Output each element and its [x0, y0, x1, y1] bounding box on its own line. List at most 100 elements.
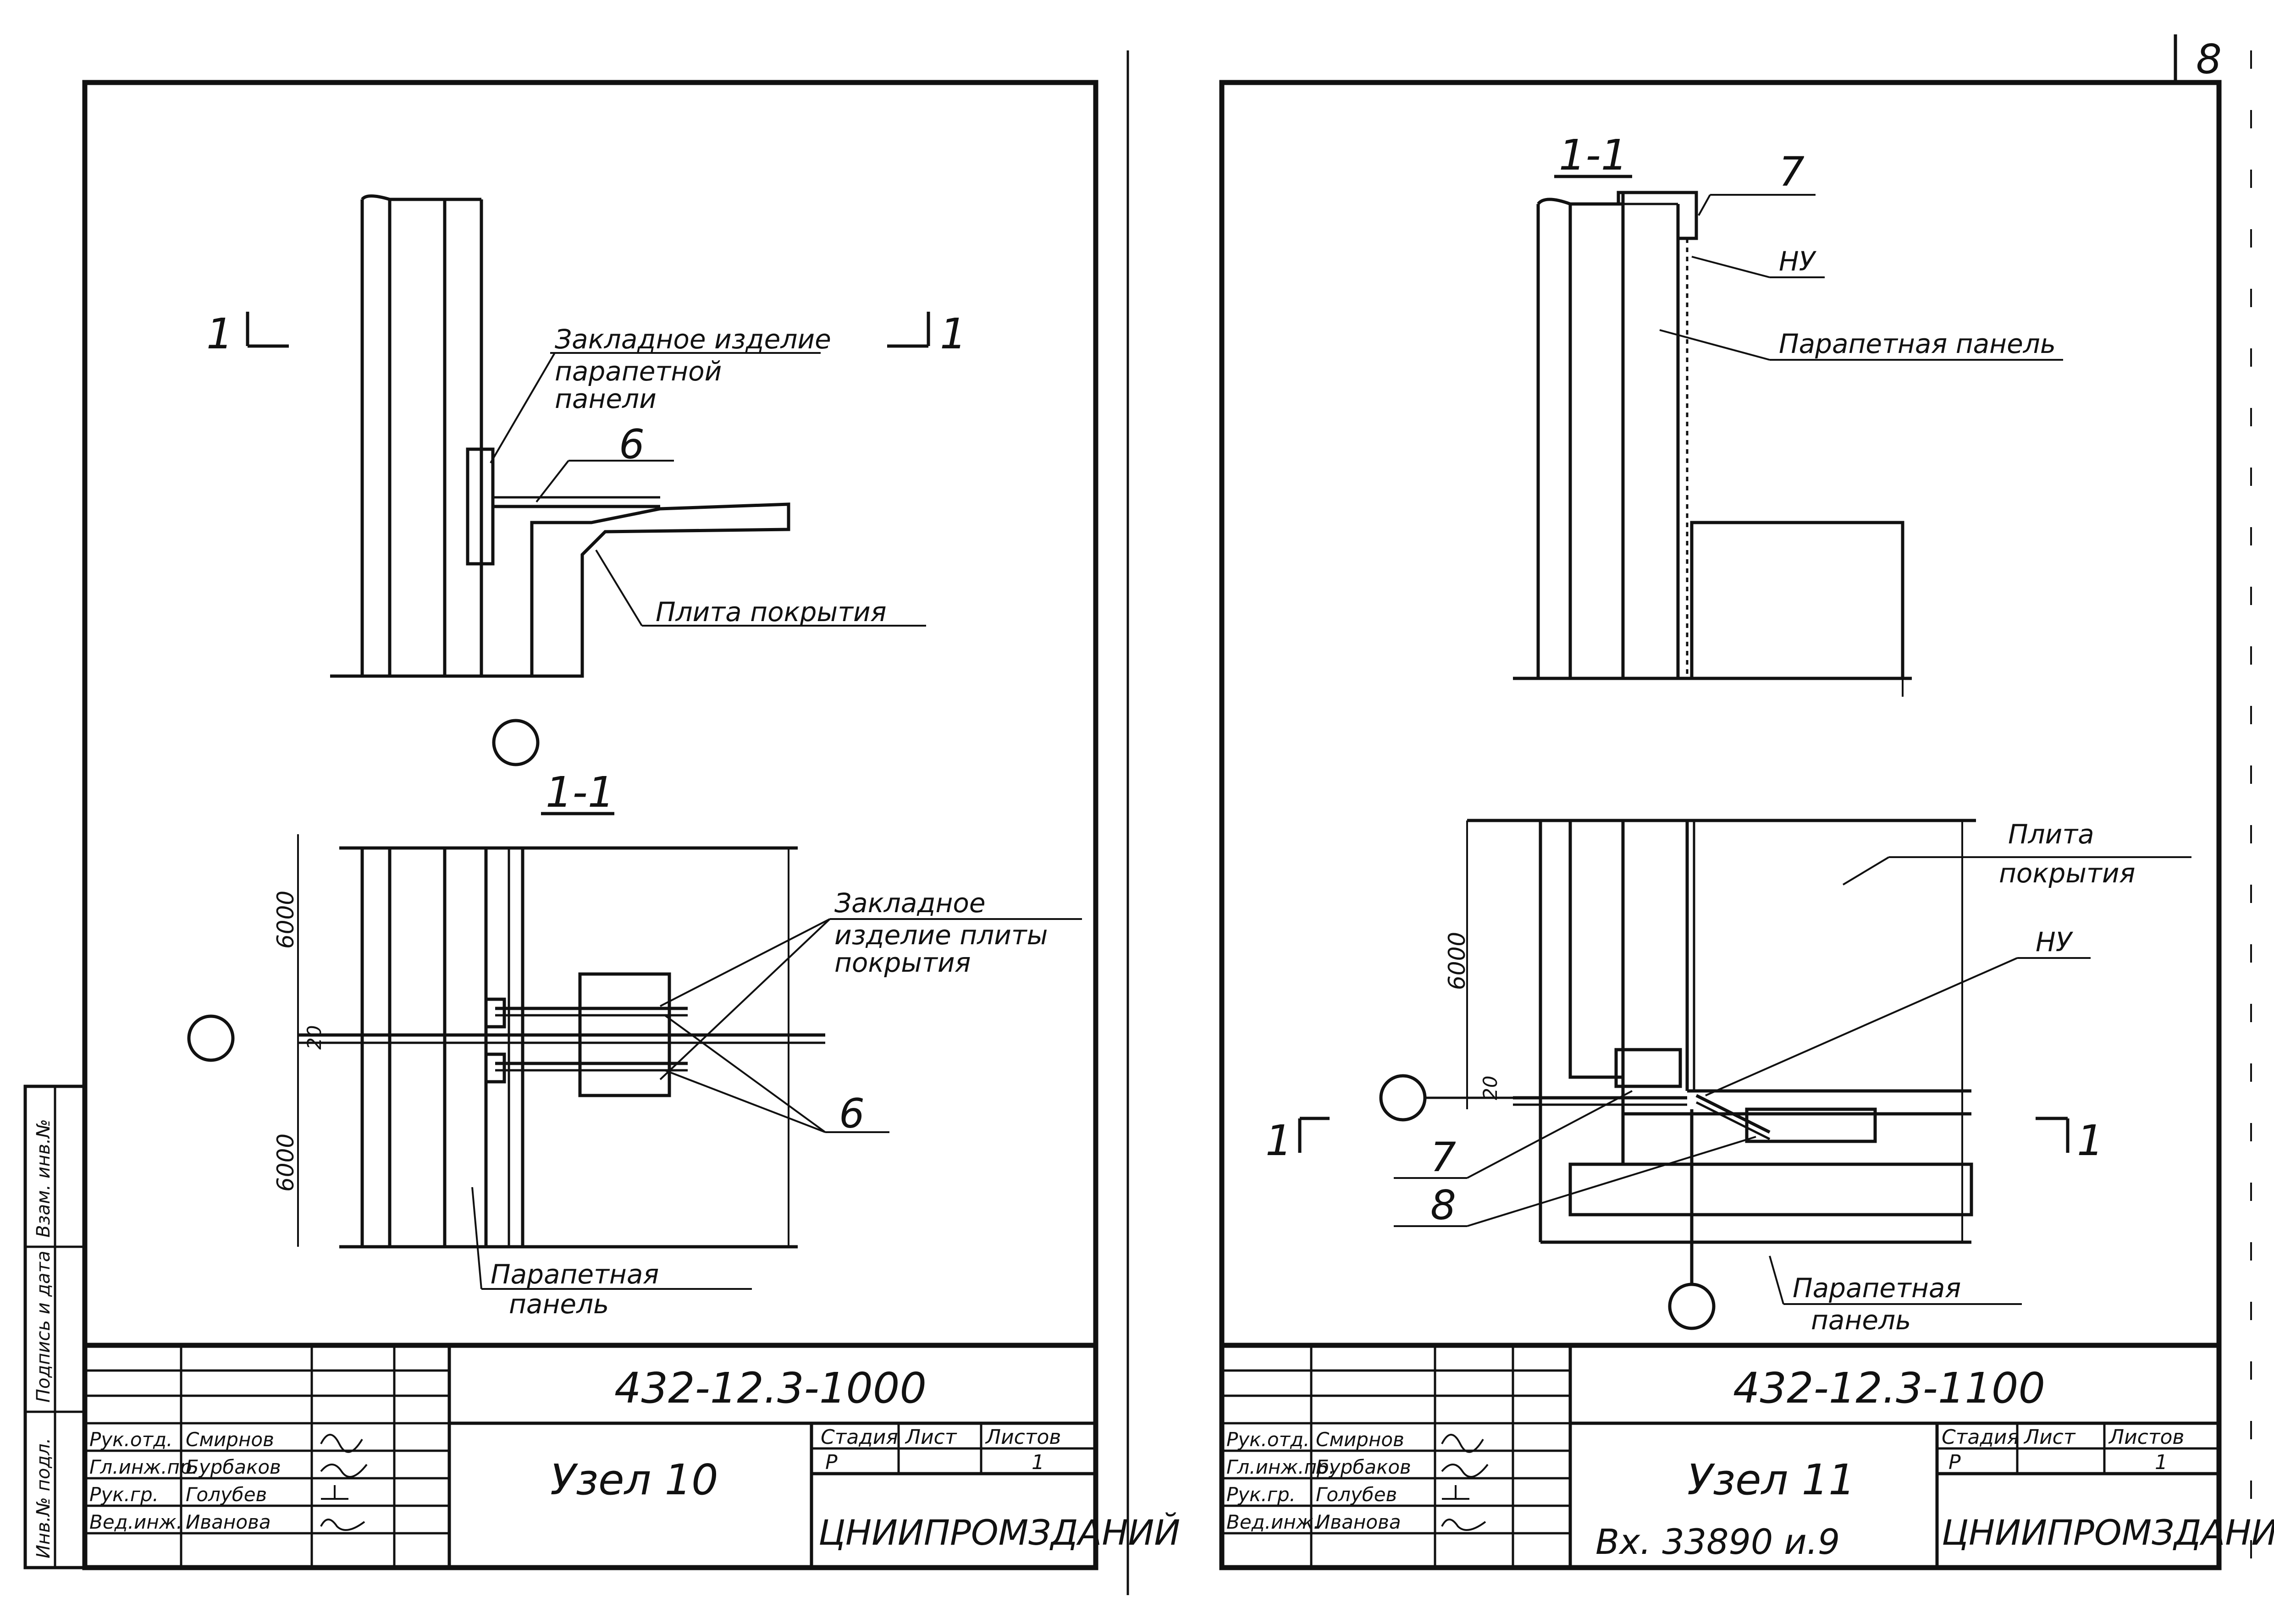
dim-6000-top: 6000 — [272, 891, 299, 949]
label-embedded-2: парапетной — [555, 356, 722, 387]
node-title-right: Узел 11 — [1687, 1455, 1855, 1504]
elev-label-nu: НУ — [1779, 246, 1817, 277]
sheet-header-right: Лист — [2023, 1426, 2076, 1449]
plan-label-embedded-1: Закладное — [834, 887, 986, 919]
node11-elevation: 1-1 7 НУ Парапетная панель — [1513, 131, 2063, 697]
elev-insulation-right — [1568, 202, 1625, 680]
name-0-left: Смирнов — [186, 1428, 274, 1451]
title-block-right: 432-12.3-1100 Узел 11 Вх. 33890 и.9 Стад… — [1222, 1343, 2274, 1568]
node10-elevation: 1 1 Закладное изделие парапетной панели … — [206, 194, 967, 766]
signature-1-left — [320, 1464, 368, 1478]
plan-label-7: 7 — [1430, 1134, 1456, 1181]
stamp-replace: Взам. инв.№ — [33, 1119, 54, 1238]
plan-label-embedded-3: покрытия — [834, 947, 971, 978]
name-2-right: Голубев — [1316, 1483, 1397, 1506]
inventory-right: Вх. 33890 и.9 — [1595, 1521, 1840, 1562]
plan-label-panel-r2: панель — [1811, 1305, 1911, 1336]
organization-right: ЦНИИПРОМЗДАНИЙ — [1942, 1512, 2274, 1553]
signature-1-right — [1441, 1464, 1489, 1478]
axis-bubble-right-plan — [1379, 1074, 1427, 1122]
sheet-header-left: Лист — [905, 1426, 957, 1449]
signature-3-right — [1441, 1519, 1486, 1531]
stage-value-left: Р — [825, 1451, 838, 1474]
elev-title-right: 1-1 — [1559, 131, 1628, 180]
dim-6000-bottom: 6000 — [272, 1134, 299, 1192]
dim-20: 20 — [303, 1025, 326, 1050]
axis-bubble-top — [492, 719, 540, 766]
role-0-left: Рук.отд. — [89, 1428, 172, 1451]
right-sheet: 1-1 7 НУ Парапетная панель — [1219, 80, 2274, 1570]
role-3-left: Вед.инж. — [89, 1511, 182, 1533]
plan-title-left: 1-1 — [546, 768, 614, 817]
left-sheet: Инв.№ подл. Подпись и дата Взам. инв.№ 1… — [23, 80, 1180, 1570]
sheets-header-left: Листов — [985, 1426, 1061, 1449]
name-1-left: Бурбаков — [186, 1456, 281, 1478]
node-code-left: 432-12.3-1000 — [614, 1364, 927, 1413]
role-0-right: Рук.отд. — [1226, 1428, 1309, 1451]
plan-label-8: 8 — [1430, 1182, 1456, 1229]
plan-bottom-insulation — [1568, 1162, 1973, 1217]
plan-label-panel-2: панель — [509, 1288, 609, 1320]
right-frame — [1219, 80, 2222, 1570]
name-2-left: Голубев — [186, 1483, 267, 1506]
name-0-right: Смирнов — [1316, 1428, 1404, 1451]
node-title-left: Узел 10 — [550, 1455, 718, 1504]
sheets-value-left: 1 — [1032, 1451, 1044, 1474]
plan-label-slab-1: Плита — [2008, 819, 2094, 850]
signature-2-left — [321, 1485, 348, 1500]
plan-insulation — [388, 846, 447, 1249]
plan-label-panel-1: Парапетная — [491, 1259, 659, 1290]
elev-label-7: 7 — [1779, 148, 1805, 195]
sheets-value-right: 1 — [2155, 1451, 2168, 1474]
section-mark-left: 1 — [206, 309, 233, 358]
stage-header-right: Стадия — [1942, 1426, 2019, 1449]
plan-label-nu: НУ — [2036, 926, 2074, 958]
axis-bubble-left — [187, 1014, 235, 1062]
dim-6000-right: 6000 — [1444, 932, 1470, 990]
role-3-right: Вед.инж. — [1226, 1511, 1319, 1533]
page-number: 8 — [2196, 36, 2222, 83]
role-2-left: Рук.гр. — [89, 1483, 159, 1506]
section-mark-right: 1 — [940, 309, 967, 358]
plan-label-6: 6 — [839, 1090, 865, 1137]
node10-plan: 1-1 6000 6000 20 Закладное — [187, 768, 1082, 1320]
roof-slab-block — [1690, 521, 1904, 680]
plan-label-embedded-2: изделие плиты — [834, 919, 1048, 951]
name-1-right: Бурбаков — [1316, 1456, 1411, 1478]
signature-0-left — [320, 1434, 363, 1453]
node11-plan: 6000 20 1 1 Плита покрытия НУ 7 8 Парапе… — [1265, 819, 2191, 1336]
side-stamp: Инв.№ подл. Подпись и дата Взам. инв.№ — [23, 1085, 87, 1569]
name-3-left: Иванова — [186, 1511, 271, 1533]
elev-label-panel: Парапетная панель — [1779, 328, 2056, 359]
insulation-layer — [388, 198, 447, 678]
stamp-sign: Подпись и дата — [33, 1251, 54, 1403]
axis-bubble-bottom — [1668, 1283, 1716, 1330]
section-mark-right-left: 1 — [1265, 1116, 1292, 1165]
signature-3-left — [320, 1519, 365, 1531]
role-1-left: Гл.инж.пр. — [89, 1456, 198, 1478]
role-2-right: Рук.гр. — [1226, 1483, 1296, 1506]
plan-label-panel-r1: Парапетная — [1793, 1272, 1961, 1304]
signature-2-right — [1442, 1485, 1469, 1500]
label-embedded-1: Закладное изделие — [555, 324, 831, 355]
title-block-left: 432-12.3-1000 Узел 10 Стадия Лист Листов… — [85, 1343, 1180, 1568]
role-1-right: Гл.инж.пр. — [1226, 1456, 1335, 1478]
node-code-right: 432-12.3-1100 — [1733, 1364, 2045, 1413]
stamp-inv: Инв.№ подл. — [33, 1438, 54, 1558]
plan-slab-insert — [1745, 1107, 1877, 1143]
plan-label-slab-2: покрытия — [1999, 858, 2135, 889]
dim-20-right: 20 — [1479, 1076, 1501, 1100]
cap-flashing-7 — [1617, 191, 1698, 240]
name-3-right: Иванова — [1316, 1511, 1401, 1533]
plan-insulation-right — [1568, 819, 1625, 1079]
roof-slab-section — [530, 502, 790, 678]
signature-0-right — [1441, 1434, 1484, 1453]
label-embedded-3: панели — [555, 383, 657, 414]
left-frame — [82, 80, 1098, 1570]
organization-left: ЦНИИПРОМЗДАНИЙ — [818, 1512, 1180, 1553]
stage-header-left: Стадия — [821, 1426, 898, 1449]
label-slab: Плита покрытия — [656, 596, 887, 628]
section-mark-right-right: 1 — [2077, 1116, 2104, 1165]
stage-value-right: Р — [1948, 1451, 1961, 1474]
